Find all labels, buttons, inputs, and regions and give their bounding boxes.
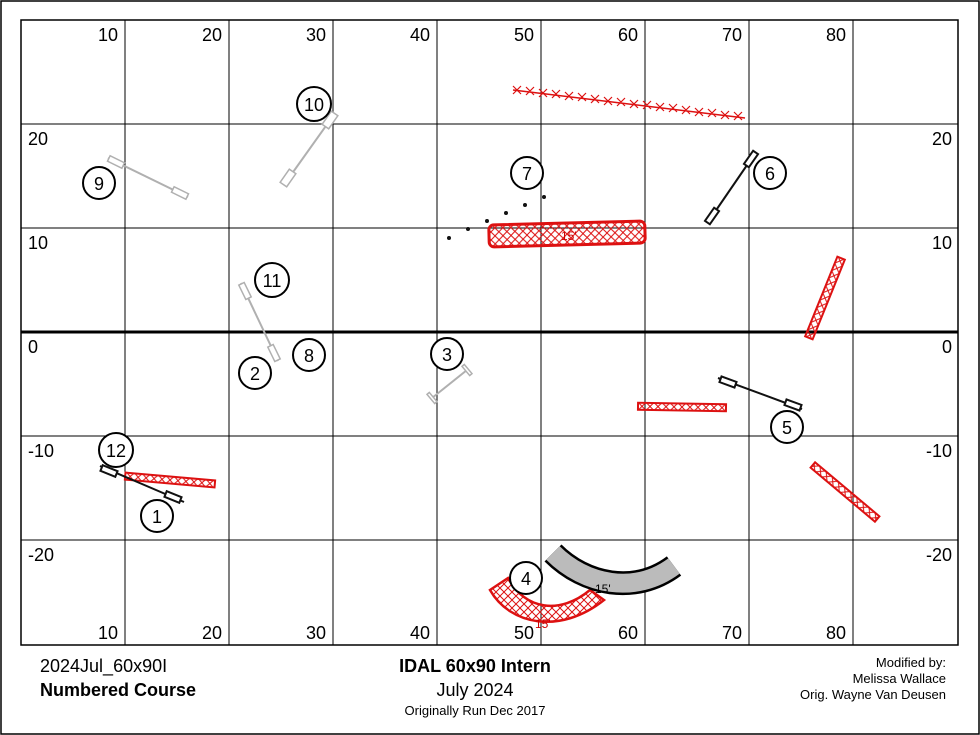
jump-3	[425, 363, 474, 405]
x-label: 40	[410, 623, 430, 643]
y-axis-labels-right: 20 10 0 -10 -20	[926, 129, 952, 565]
jump-5	[717, 375, 803, 412]
x-label: 10	[98, 623, 118, 643]
svg-text:5: 5	[782, 418, 792, 438]
obstacle-numbers: 1 2 3 4 5 6 7 8 9 10 11 12	[82, 86, 804, 595]
course-title: IDAL 60x90 Intern	[399, 656, 551, 676]
y-label: -20	[28, 545, 54, 565]
number-12: 12	[98, 432, 134, 468]
x-axis-labels-bottom: 10 20 30 40 50 60 70 80	[98, 623, 846, 643]
y-label: 10	[932, 233, 952, 253]
file-name: 2024Jul_60x90I	[40, 656, 168, 676]
y-label: 0	[942, 337, 952, 357]
jump-10	[279, 110, 339, 188]
x-label: 70	[722, 623, 742, 643]
y-label: 10	[28, 233, 48, 253]
svg-text:11: 11	[263, 271, 282, 291]
number-1: 1	[140, 499, 174, 533]
x-label: 20	[202, 623, 222, 643]
number-3: 3	[430, 337, 464, 371]
x-label: 20	[202, 25, 222, 45]
middle-right-barrier	[636, 401, 728, 413]
number-5: 5	[770, 410, 804, 444]
dotted-line	[447, 195, 546, 240]
y-label: 20	[28, 129, 48, 149]
tunnel-length-label: 15'	[561, 229, 577, 243]
modified-label: Modified by:	[875, 655, 946, 670]
lower-right-barrier	[809, 460, 881, 524]
number-10: 10	[296, 86, 332, 122]
x-label: 50	[514, 25, 534, 45]
jump-1	[99, 463, 185, 505]
original-designer: Orig. Wayne Van Deusen	[800, 687, 946, 702]
y-axis-labels-left: 20 10 0 -10 -20	[28, 129, 54, 565]
original-run: Originally Run Dec 2017	[404, 703, 546, 718]
tunnel-length-label: 15'	[535, 617, 551, 631]
x-label: 70	[722, 25, 742, 45]
svg-text:2: 2	[250, 364, 260, 384]
x-label: 40	[410, 25, 430, 45]
y-label: -10	[926, 441, 952, 461]
number-11: 11	[254, 262, 290, 298]
top-barrier	[512, 85, 746, 121]
x-label: 50	[514, 623, 534, 643]
svg-text:1: 1	[152, 507, 162, 527]
right-barrier	[803, 255, 847, 341]
svg-text:9: 9	[94, 174, 104, 194]
number-9: 9	[82, 166, 116, 200]
x-label: 80	[826, 623, 846, 643]
svg-text:12: 12	[106, 441, 126, 461]
jump-9	[106, 154, 190, 201]
y-label: 20	[932, 129, 952, 149]
x-axis-labels-top: 10 20 30 40 50 60 70 80	[98, 25, 846, 45]
number-6: 6	[753, 156, 787, 190]
curved-tunnel-red: 15'	[488, 576, 607, 631]
left-barrier	[123, 471, 217, 489]
number-8: 8	[292, 338, 326, 372]
modifier-name: Melissa Wallace	[852, 671, 946, 686]
x-label: 60	[618, 623, 638, 643]
x-label: 30	[306, 623, 326, 643]
course-date: July 2024	[436, 680, 514, 700]
number-2: 2	[238, 356, 272, 390]
jump-11	[237, 281, 282, 363]
svg-text:4: 4	[521, 569, 531, 589]
svg-text:6: 6	[765, 164, 775, 184]
tunnel-length-label: 15'	[595, 582, 611, 596]
curved-tunnel-gray: 15'	[544, 544, 682, 596]
x-label: 80	[826, 25, 846, 45]
course-grid	[20, 19, 959, 646]
x-label: 10	[98, 25, 118, 45]
svg-text:10: 10	[304, 95, 324, 115]
jump-6	[703, 149, 760, 226]
number-4: 4	[509, 561, 543, 595]
x-label: 60	[618, 25, 638, 45]
svg-text:8: 8	[304, 346, 314, 366]
svg-text:7: 7	[522, 164, 532, 184]
straight-tunnel: 15'	[487, 219, 647, 249]
svg-text:3: 3	[442, 345, 452, 365]
y-label: 0	[28, 337, 38, 357]
x-label: 30	[306, 25, 326, 45]
y-label: -20	[926, 545, 952, 565]
number-7: 7	[510, 156, 544, 190]
course-type: Numbered Course	[40, 680, 197, 700]
y-label: -10	[28, 441, 54, 461]
